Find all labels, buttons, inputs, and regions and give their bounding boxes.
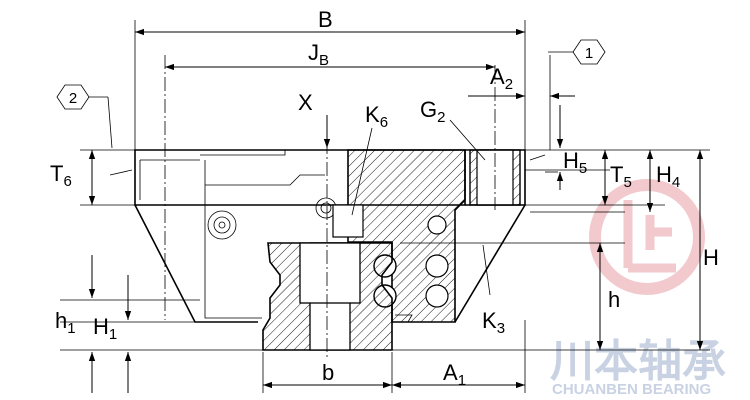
watermark: 川本轴承 CHUANBEN BEARING <box>550 179 726 398</box>
leader-K3 <box>482 244 491 296</box>
callout-2-label: 2 <box>69 90 77 107</box>
label-K6: K6 <box>365 102 388 131</box>
label-JB: JB <box>308 40 329 69</box>
label-A2: A2 <box>490 64 513 93</box>
watermark-logo <box>589 179 705 295</box>
label-T5: T5 <box>610 162 632 191</box>
label-X: X <box>298 90 313 115</box>
label-H: H <box>703 245 719 270</box>
label-H4: H4 <box>656 162 680 191</box>
callout-1: 1 <box>548 39 606 65</box>
label-T6: T6 <box>50 161 72 190</box>
watermark-english-text: CHUANBEN BEARING <box>552 381 711 398</box>
guide-rail <box>262 242 413 351</box>
leader-T6 <box>109 169 133 176</box>
callout-1-label: 1 <box>585 45 593 62</box>
center-lines <box>164 55 496 360</box>
label-b: b <box>322 360 334 385</box>
label-H1: H1 <box>93 314 117 343</box>
watermark-chinese-text: 川本轴承 <box>550 337 726 386</box>
leader-G2 <box>449 119 486 161</box>
label-h1: h1 <box>55 308 76 337</box>
label-A1: A1 <box>443 360 466 389</box>
dimension-labels: B JB A2 X K6 G2 T6 H5 T5 H4 H h K3 <box>50 7 719 389</box>
extension-lines <box>60 20 710 393</box>
label-h: h <box>608 287 620 312</box>
callout-2: 2 <box>56 84 113 149</box>
leader-K6 <box>351 127 373 216</box>
label-K3: K3 <box>482 308 505 337</box>
label-G2: G2 <box>420 97 445 126</box>
label-H5: H5 <box>563 148 587 177</box>
dimension-lines <box>88 28 704 393</box>
label-B: B <box>318 7 333 32</box>
